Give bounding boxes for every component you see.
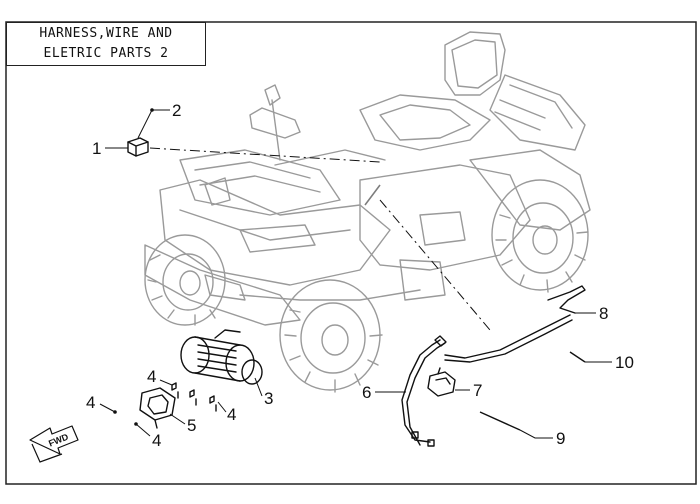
callout-6: 6: [362, 383, 371, 402]
part-4-bolts[interactable]: [113, 382, 217, 426]
part-7-module[interactable]: [427, 367, 456, 397]
part-9-wire[interactable]: [479, 411, 521, 431]
title-line-1: HARNESS,WIRE AND: [39, 26, 173, 41]
part-10-wire[interactable]: [569, 351, 586, 363]
leader-harness-dashed: [379, 199, 491, 331]
callout-9: 9: [556, 429, 565, 448]
callout-8: 8: [599, 304, 608, 323]
leader-lines: [99, 109, 612, 439]
callout-4-c: 4: [86, 393, 95, 412]
part-3-winch[interactable]: [180, 329, 263, 385]
leader-1-dashed: [149, 147, 381, 163]
callout-labels: 1 2 3 4 4 4 4 5 6 7 8 9 10: [86, 101, 634, 450]
callout-5: 5: [187, 416, 196, 435]
callout-1: 1: [92, 139, 101, 158]
part-8-wire[interactable]: [547, 285, 586, 314]
callout-3: 3: [264, 389, 273, 408]
atv-illustration: [144, 31, 591, 393]
outer-border: [5, 21, 697, 485]
callout-10: 10: [615, 353, 634, 372]
part-1-relay[interactable]: [127, 137, 149, 157]
title-line-2: ELETRIC PARTS 2: [43, 46, 169, 61]
title-box: HARNESS,WIRE AND ELETRIC PARTS 2: [6, 22, 206, 66]
part-6-harness[interactable]: [401, 314, 573, 447]
fwd-arrow-icon: FWD: [29, 425, 79, 463]
callout-7: 7: [473, 381, 482, 400]
callout-2: 2: [172, 101, 181, 120]
callout-4-b: 4: [227, 405, 236, 424]
callout-4-d: 4: [152, 431, 161, 450]
part-5-bracket[interactable]: [139, 387, 176, 429]
callout-4-a: 4: [147, 367, 156, 386]
